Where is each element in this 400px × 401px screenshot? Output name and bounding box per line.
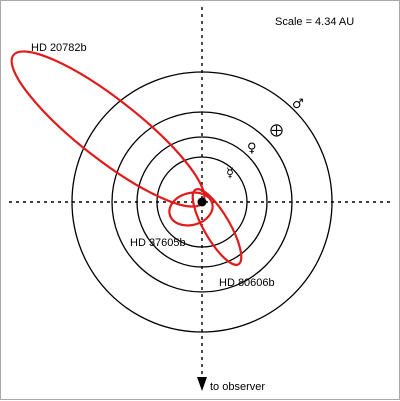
orbit-mercury [156, 156, 248, 248]
label-hd-20782b: HD 20782b [31, 42, 87, 54]
orbit-venus [136, 136, 268, 268]
label-hd-80606b: HD 80606b [219, 277, 275, 289]
observer-arrow-icon [197, 377, 207, 391]
host-star [197, 197, 207, 207]
orbit-hd-20782b [10, 50, 206, 208]
label-hd-37605b: HD 37605b [130, 237, 186, 249]
mercury-icon: ☿ [226, 166, 234, 181]
venus-icon: ♀ [247, 141, 257, 156]
orbit-earth [111, 111, 293, 293]
orbit-hd-37605b [168, 191, 214, 227]
scale-label: Scale = 4.34 AU [275, 16, 354, 28]
earth-icon: ⨁ [270, 123, 283, 138]
orbit-hd-80606b [191, 188, 243, 266]
mars-icon: ♂ [292, 97, 304, 112]
orbit-mars [71, 71, 333, 333]
observer-label: to observer [210, 381, 265, 393]
